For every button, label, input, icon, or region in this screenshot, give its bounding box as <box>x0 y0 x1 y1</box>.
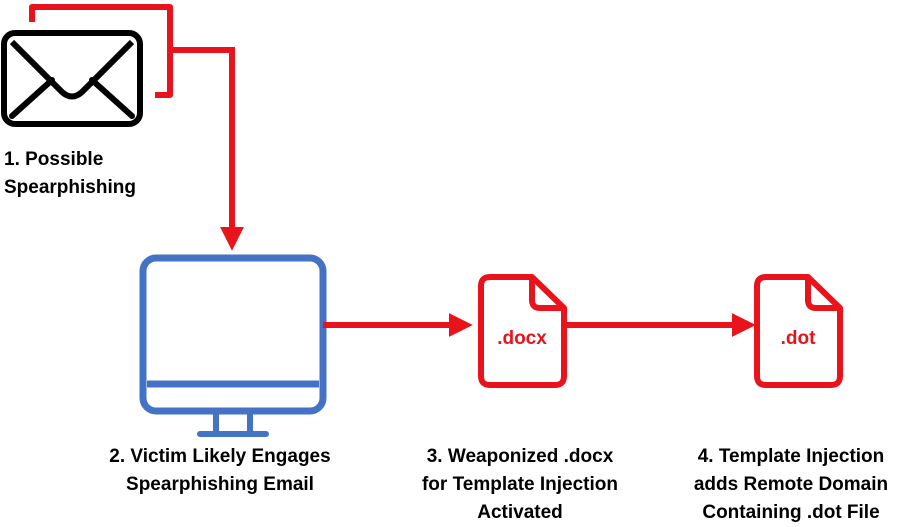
step-1-line-1: 1. Possible <box>4 149 104 170</box>
envelope-icon <box>1 30 143 127</box>
step-1-caption: 1. Possible Spearphishing <box>4 146 136 202</box>
step-3-line-2: for Template Injection <box>421 474 618 495</box>
docx-label: .docx <box>497 328 547 349</box>
step-4-line-3: Containing .dot File <box>702 502 880 523</box>
step-2-line-1: 2. Victim Likely Engages <box>109 446 331 467</box>
dot-label: .dot <box>781 328 816 349</box>
dot-document-icon: .dot <box>754 274 843 388</box>
step-4-line-1: 4. Template Injection <box>697 446 885 467</box>
step-3-line-3: Activated <box>477 502 563 523</box>
step-2-caption: 2. Victim Likely Engages Spearphishing E… <box>90 443 350 499</box>
arrow-email-to-victim <box>170 47 244 251</box>
email-sent-frame <box>29 4 173 98</box>
step-3-line-1: 3. Weaponized .docx <box>426 446 614 467</box>
step-4-caption: 4. Template Injection adds Remote Domain… <box>680 443 902 527</box>
docx-document-icon: .docx <box>478 274 567 388</box>
monitor-icon <box>139 254 327 437</box>
step-4-line-2: adds Remote Domain <box>693 474 889 495</box>
step-2-line-2: Spearphishing Email <box>126 474 314 495</box>
step-3-caption: 3. Weaponized .docx for Template Injecti… <box>395 443 645 527</box>
step-1-line-2: Spearphishing <box>4 177 136 198</box>
